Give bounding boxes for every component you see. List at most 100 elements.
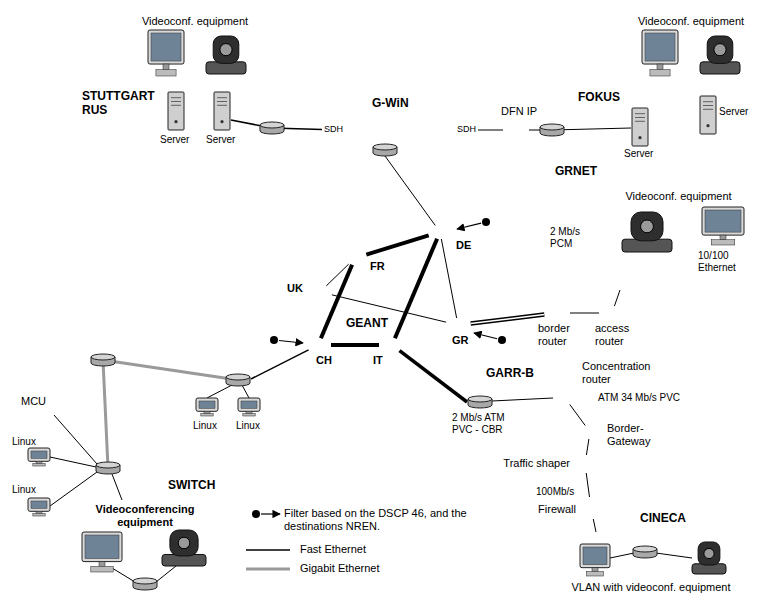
monitor-icon <box>702 207 744 235</box>
cloud-blob <box>90 7 230 63</box>
monitor-stand <box>246 411 252 413</box>
gigabit-line <box>103 360 238 380</box>
wire-line <box>112 568 135 582</box>
firewall-device-shape <box>582 497 600 519</box>
router-body <box>306 342 331 352</box>
device-label: border router <box>538 322 578 348</box>
equipment-box: Videoconf. equipment <box>136 12 254 84</box>
camera-body <box>213 36 239 63</box>
mcu-device: MCU <box>18 410 54 419</box>
wire-line <box>112 474 122 500</box>
server-icon <box>168 92 184 130</box>
router-body <box>308 289 333 299</box>
device-label: DFN IP <box>501 105 537 118</box>
annotation-label: Linux <box>236 420 260 432</box>
monitor-base <box>587 572 604 576</box>
legend-holder: Fast Ethernet <box>300 543 366 556</box>
router-shape <box>544 306 570 320</box>
filter-dot <box>252 510 260 518</box>
router-body <box>446 322 471 332</box>
router-icon-top <box>373 144 397 150</box>
equipment-box: Videoconf. equipment <box>632 12 750 84</box>
sdh-label: SDH <box>324 124 343 135</box>
router: FR <box>342 251 368 265</box>
connectors <box>231 120 631 532</box>
monitor-screen <box>31 451 47 458</box>
camera-lens <box>714 44 726 56</box>
traffic-shaper-shape <box>576 455 594 473</box>
monitor-screen <box>31 501 47 508</box>
firewall-device: Firewall <box>582 497 600 519</box>
monitor-screen <box>199 401 215 408</box>
monitor-screen <box>645 33 675 61</box>
monitor-icon <box>28 498 50 511</box>
mcu-body <box>19 411 54 419</box>
label-holder: Server <box>206 134 235 146</box>
router-top <box>446 319 471 326</box>
equipment-box: VLAN with videoconf. equipment <box>562 532 740 597</box>
firewall-brick <box>587 509 588 514</box>
wire-line <box>610 553 634 558</box>
server-slot <box>703 109 713 110</box>
router-top <box>600 307 625 314</box>
server-slot <box>217 105 227 106</box>
legend-line-sample <box>246 568 290 571</box>
cloud-blob <box>340 85 454 165</box>
mcu-device-shape <box>18 410 54 419</box>
router-icon-top <box>96 462 120 468</box>
router-name: GR <box>452 334 469 347</box>
mcu-panel <box>20 413 52 414</box>
label-holder: Server <box>624 148 653 160</box>
monitor-screen <box>241 401 257 408</box>
monitor-base <box>711 240 735 245</box>
router-body <box>545 310 570 320</box>
server-icon <box>632 108 648 146</box>
wire-line <box>242 385 249 398</box>
wire-line <box>492 398 553 401</box>
firewall-wall <box>583 504 600 519</box>
label-holder: Linux <box>236 420 260 432</box>
cloud-blob <box>630 12 750 72</box>
network-cloud: G-WiN <box>340 82 455 167</box>
server-slot <box>171 97 181 98</box>
router-icon-top <box>633 546 657 552</box>
router: access router <box>599 306 625 320</box>
link-line <box>614 290 620 306</box>
link-line <box>570 405 585 426</box>
label-holder: Linux <box>193 420 217 432</box>
router-top <box>380 339 405 346</box>
router-name: IT <box>373 354 383 367</box>
annotation-label: 2 Mb/s PCM <box>550 226 598 250</box>
network-name: STUTTGART RUS <box>82 89 162 117</box>
network-cloud: FOKUSVideoconf. equipment <box>560 10 755 160</box>
monitor-icon <box>238 398 260 411</box>
sdh-triangle: SDH <box>438 108 478 152</box>
link-line <box>593 519 596 532</box>
router-top <box>504 124 529 131</box>
filter-dot <box>498 336 506 344</box>
network-cloud-shape <box>285 205 495 375</box>
router-body <box>380 342 405 352</box>
monitor-icon <box>642 30 678 64</box>
router-top <box>308 286 333 293</box>
filter-dot <box>482 218 490 226</box>
link-line <box>400 351 467 402</box>
server-slot <box>703 101 713 102</box>
box-title: VLAN with videoconf. equipment <box>572 581 731 594</box>
router-icon-top <box>540 124 564 130</box>
box-title: Videoconf. equipment <box>638 15 744 28</box>
annotation-label: Linux <box>12 436 36 448</box>
cloud-blob <box>290 210 390 290</box>
router-body <box>578 429 603 439</box>
link-line <box>385 156 435 225</box>
equipment-box: Videoconferencing equipment <box>70 500 220 595</box>
router-name: FR <box>370 260 385 273</box>
router-name: CH <box>316 354 332 367</box>
camera-body <box>631 212 663 241</box>
server-slot <box>635 117 645 118</box>
filter-dot <box>270 336 278 344</box>
router: Border-Gateway <box>577 425 603 439</box>
annotation-label: ATM 34 Mb/s PVC <box>598 392 680 404</box>
network-cloud: STUTTGART RUS Videoconf. equipment <box>70 5 260 155</box>
network-cloud-shape <box>5 340 290 598</box>
